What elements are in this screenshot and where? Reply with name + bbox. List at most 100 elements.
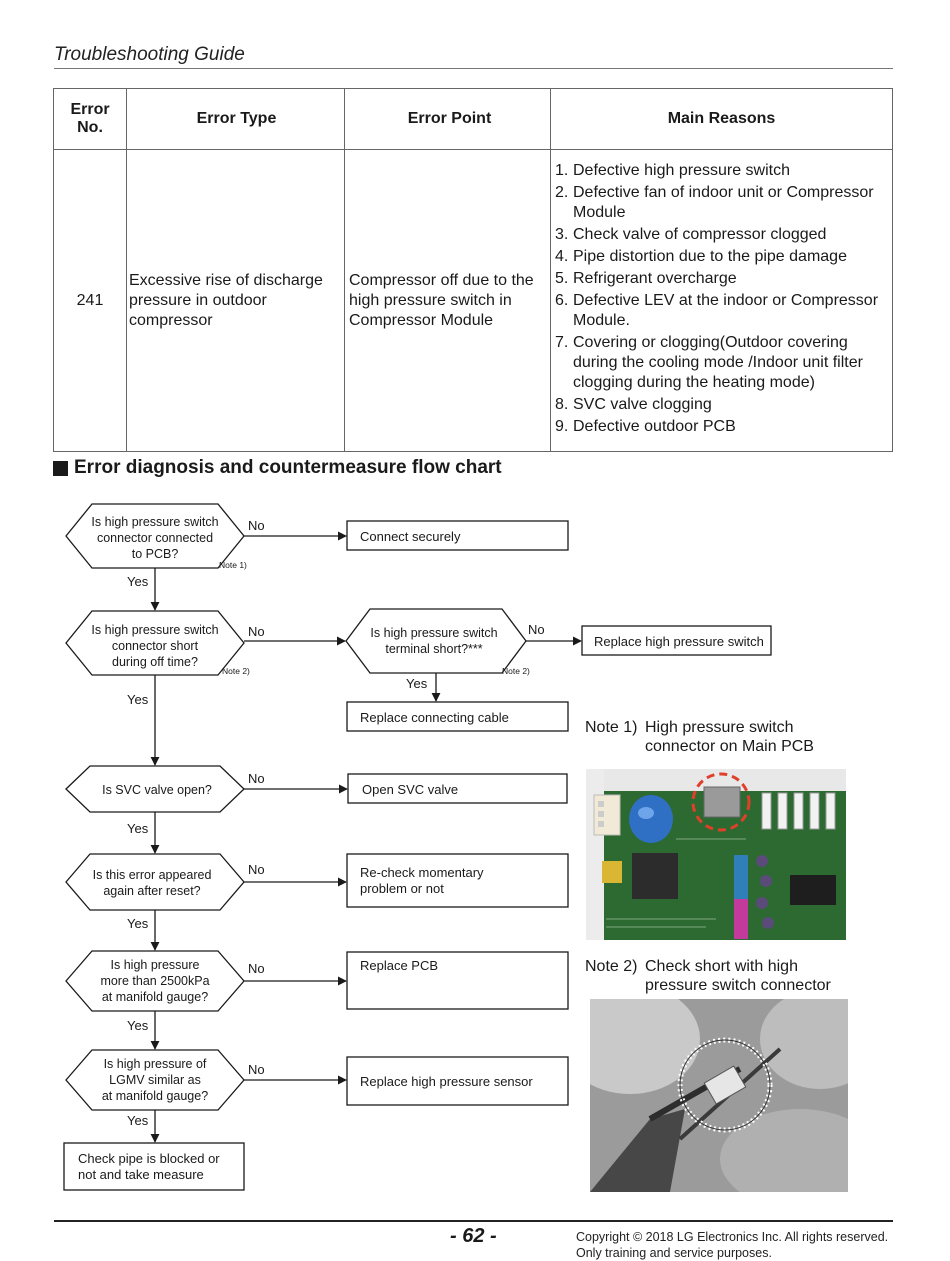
decision-q2b [345,608,527,674]
decision-q4 [65,853,245,911]
a2-text: Replace high pressure switch [594,634,764,649]
list-item: 1.Defective high pressure switch [555,161,888,181]
pcb-photo [586,769,846,940]
q1-yes-label: Yes [127,574,149,589]
a6-text: Replace high pressure sensor [360,1074,533,1089]
list-item: 6.Defective LEV at the indoor or Compres… [555,291,888,331]
q4-no-label: No [248,862,265,877]
error-table: Error No. Error Type Error Point Main Re… [53,88,893,452]
note2-label: Note 2) [585,958,638,975]
note1-caption: Note 1) High pressure switch connector on… [585,718,814,756]
action-check-pipe-box [63,1142,245,1191]
action-replace-cable-box [346,701,569,732]
reason-number: 8. [555,395,569,413]
switch-connector-photo [590,999,848,1192]
action-open-svc-box [347,773,568,804]
q2b-yes-label: Yes [406,676,428,691]
section-title: Error diagnosis and countermeasure flow … [53,457,502,479]
q5-no-label: No [248,961,265,976]
note1-line2: connector on Main PCB [645,738,814,755]
header-error-type: Error Type [126,88,345,150]
table-header-row: Error No. Error Type Error Point Main Re… [53,88,893,150]
a2b-text: Replace connecting cable [360,710,509,725]
reason-number: 2. [555,183,569,201]
action-recheck-box [346,853,569,908]
error-type: Excessive rise of discharge pressure in … [126,149,345,452]
reason-number: 9. [555,417,569,435]
error-number: 241 [53,149,127,452]
note2-line2: pressure switch connector [645,977,831,994]
reason-text: Pipe distortion due to the pipe damage [573,247,847,265]
list-item: 5.Refrigerant overcharge [555,269,888,289]
header-main-reasons: Main Reasons [550,88,893,150]
reason-number: 5. [555,269,569,287]
reason-text: Refrigerant overcharge [573,269,737,287]
q3-no-label: No [248,771,265,786]
q3-yes-label: Yes [127,821,149,836]
note2-caption: Note 2) Check short with high pressure sw… [585,957,831,995]
note1-line1: High pressure switch [645,719,794,736]
header-divider [54,68,893,69]
a1-text: Connect securely [360,529,461,544]
q2-no-label: No [248,624,265,639]
q3-text: Is SVC valve open? [102,783,212,797]
reason-text: Check valve of compressor clogged [573,225,827,243]
reason-text: Covering or clogging(Outdoor covering du… [573,333,863,391]
q6-yes-label: Yes [127,1113,149,1128]
action-replace-pcb-box [346,951,569,1010]
reason-text: Defective high pressure switch [573,161,790,179]
a5-text: Replace PCB [360,958,438,973]
list-item: 7.Covering or clogging(Outdoor covering … [555,333,888,393]
list-item: 9.Defective outdoor PCB [555,417,888,437]
header-error-no: Error No. [53,88,127,150]
reason-text: Defective LEV at the indoor or Compresso… [573,291,879,329]
q1-note-marker: Note 1) [219,560,247,570]
reason-number: 3. [555,225,569,243]
reason-text: Defective outdoor PCB [573,417,736,435]
list-item: 3.Check valve of compressor clogged [555,225,888,245]
copyright-line2: Only training and service purposes. [576,1246,772,1260]
reason-number: 7. [555,333,569,351]
list-item: 2.Defective fan of indoor unit or Compre… [555,183,888,223]
q6-no-label: No [248,1062,265,1077]
q2-yes-label: Yes [127,692,149,707]
action-replace-sensor-box [346,1056,569,1106]
list-item: 8.SVC valve clogging [555,395,888,415]
q4-yes-label: Yes [127,916,149,931]
square-bullet-icon [53,460,68,476]
reason-number: 4. [555,247,569,265]
section-title-text: Error diagnosis and countermeasure flow … [74,457,502,478]
reason-number: 1. [555,161,569,179]
q5-yes-label: Yes [127,1018,149,1033]
q2b-note-marker: Note 2) [502,666,530,676]
note2-line1: Check short with high [645,958,798,975]
table-row: 241 Excessive rise of discharge pressure… [53,149,893,452]
copyright: Copyright © 2018 LG Electronics Inc. All… [576,1229,888,1261]
list-item: 4.Pipe distortion due to the pipe damage [555,247,888,267]
error-point: Compressor off due to the high pressure … [344,149,551,452]
note1-label: Note 1) [585,719,638,736]
a3-text: Open SVC valve [362,782,458,797]
page-header: Troubleshooting Guide [54,44,245,65]
copyright-line1: Copyright © 2018 LG Electronics Inc. All… [576,1230,889,1244]
q2b-no-label: No [528,622,545,637]
action-replace-switch-box [581,625,772,656]
reason-text: SVC valve clogging [573,395,712,413]
reason-number: 6. [555,291,569,309]
decision-q2 [65,610,245,676]
q1-no-label: No [248,518,265,533]
footer-divider [54,1220,893,1222]
q2-note-marker: Note 2) [222,666,250,676]
reason-text: Defective fan of indoor unit or Compress… [573,183,874,221]
action-connect-securely-box [346,520,569,551]
